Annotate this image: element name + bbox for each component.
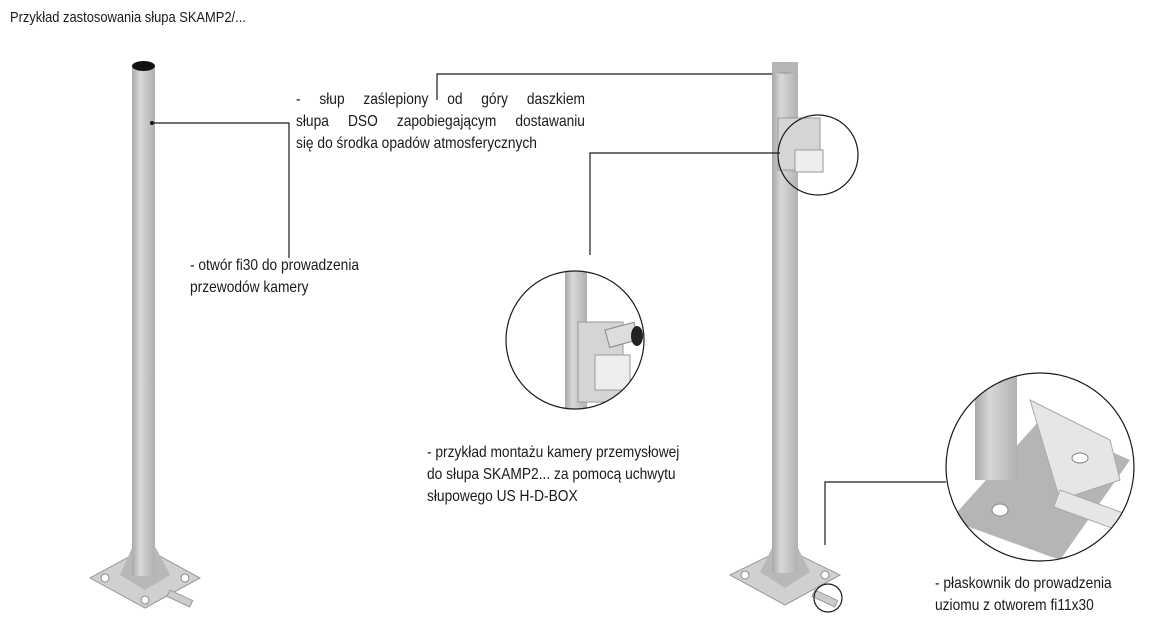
callout-line: się do środka opadów atmosferycznych <box>296 135 537 152</box>
leader-line-cap <box>436 73 772 100</box>
ground-plate-detail-image <box>950 373 1130 560</box>
right-pole <box>728 62 842 608</box>
detail-circle-camera-small <box>777 114 859 196</box>
callout-cap: - słup zaślepiony od góry daszkiem słupa… <box>296 89 585 155</box>
callout-line: - otwór fi30 do prowadzenia <box>190 257 360 274</box>
callout-line: - przykład montażu kamery przemysłowej <box>427 444 680 461</box>
callout-hole: - otwór fi30 do prowadzenia przewodów ka… <box>190 255 359 299</box>
callout-ground: - płaskownik do prowadzenia uziomu z otw… <box>935 573 1112 617</box>
detail-circle-camera-large <box>505 270 645 410</box>
callout-line: przewodów kamery <box>190 279 309 296</box>
callout-line: słupa DSO zapobiegającym dostawaniu <box>296 113 585 130</box>
callout-camera: - przykład montażu kamery przemysłowej d… <box>427 442 679 508</box>
callout-line: do słupa SKAMP2... za pomocą uchwytu <box>427 466 676 483</box>
camera-detail-image <box>565 271 643 409</box>
leader-line-hole <box>152 122 290 258</box>
callout-line: - płaskownik do prowadzenia <box>935 575 1112 592</box>
leader-line-ground <box>824 481 946 545</box>
open-top <box>132 61 155 71</box>
callout-line: uziomu z otworem fi11x30 <box>935 597 1094 614</box>
page-title: Przykład zastosowania słupa SKAMP2/... <box>10 9 246 26</box>
left-pole <box>88 61 202 609</box>
detail-circle-ground-small <box>813 583 843 613</box>
callout-line: - słup zaślepiony od góry daszkiem <box>296 91 585 108</box>
leader-line-camera <box>589 152 780 255</box>
detail-circle-ground-large <box>945 372 1135 562</box>
callout-line: słupowego US H-D-BOX <box>427 488 578 505</box>
